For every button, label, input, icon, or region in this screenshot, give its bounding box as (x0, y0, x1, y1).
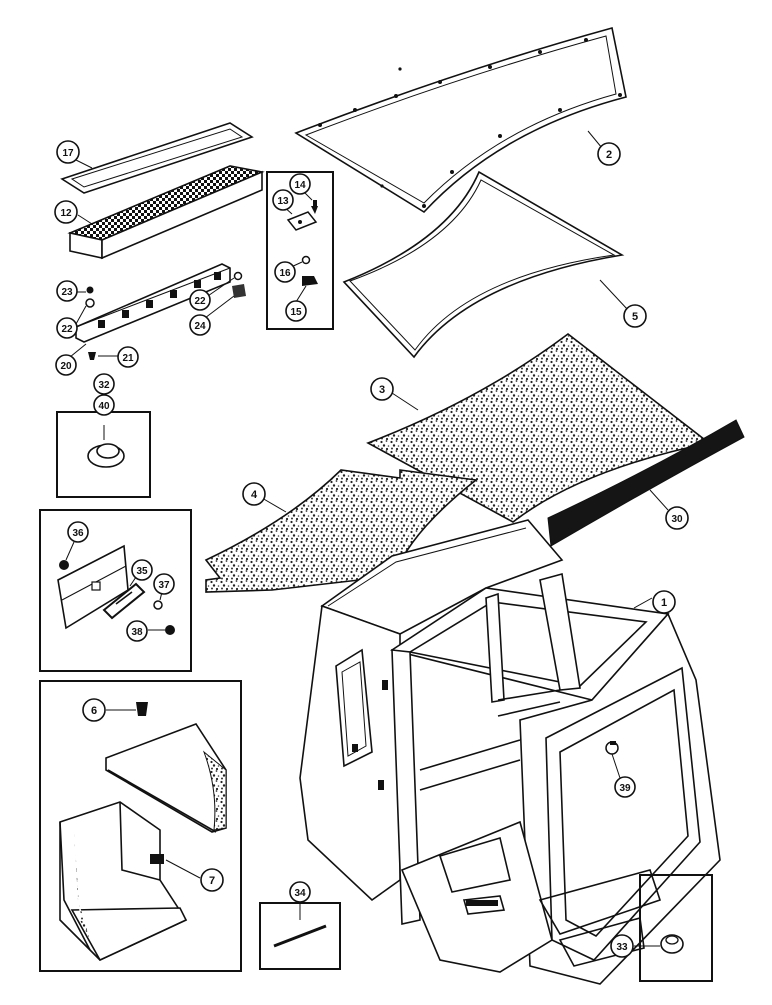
leader-5 (599, 279, 629, 311)
bracket-inset-box (39, 509, 192, 672)
svg-text:5: 5 (632, 311, 638, 323)
svg-text:2: 2 (606, 149, 612, 161)
leader-30 (649, 489, 669, 511)
filter-gasket (60, 122, 254, 194)
callout-13: 13 (272, 189, 294, 211)
callout-34: 34 (289, 881, 311, 903)
wing-nut (302, 276, 318, 286)
svg-text:16: 16 (279, 268, 291, 279)
svg-text:7: 7 (209, 875, 215, 887)
callout-2: 2 (597, 142, 621, 166)
leader-39 (611, 753, 621, 779)
svg-text:22: 22 (61, 324, 73, 335)
svg-text:34: 34 (294, 888, 306, 899)
callout-37: 37 (153, 573, 175, 595)
svg-text:36: 36 (72, 528, 84, 539)
air-filter (67, 165, 265, 260)
callout-6: 6 (82, 698, 106, 722)
clip (150, 854, 164, 864)
svg-text:6: 6 (91, 705, 97, 717)
svg-text:12: 12 (60, 208, 72, 219)
callout-17: 17 (56, 140, 80, 164)
leader-24 (204, 295, 235, 319)
filter-retainer (75, 263, 231, 343)
cab-frame (299, 519, 721, 985)
callout-22a: 22 (56, 317, 78, 339)
svg-text:38: 38 (131, 627, 143, 638)
svg-text:32: 32 (98, 380, 110, 391)
leader-2 (587, 130, 603, 149)
leader-20 (69, 343, 87, 358)
svg-text:4: 4 (251, 489, 258, 501)
svg-text:40: 40 (98, 401, 110, 412)
callout-labels: 1 2 3 4 5 6 7 12 13 14 15 16 17 20 21 22… (54, 140, 689, 958)
svg-text:24: 24 (194, 321, 206, 332)
bolt (136, 702, 148, 716)
leader-15 (295, 285, 307, 303)
callout-39: 39 (614, 776, 636, 798)
duct-inset-box (39, 680, 242, 972)
svg-text:30: 30 (671, 514, 683, 525)
hardware-nuts (85, 271, 246, 360)
leader-7 (165, 859, 201, 879)
callout-7: 7 (200, 868, 224, 892)
callout-24: 24 (189, 314, 211, 336)
callout-16: 16 (274, 261, 296, 283)
roof-panel (294, 27, 627, 214)
callout-5: 5 (623, 304, 647, 328)
svg-text:14: 14 (294, 180, 306, 191)
callout-40: 40 (93, 394, 115, 416)
callout-23: 23 (56, 280, 78, 302)
callout-21: 21 (117, 346, 139, 368)
callout-35: 35 (131, 559, 153, 581)
callout-4: 4 (242, 482, 266, 506)
svg-text:20: 20 (60, 361, 72, 372)
svg-text:35: 35 (136, 566, 148, 577)
callout-20: 20 (55, 354, 77, 376)
leader-12 (77, 214, 93, 225)
leader-4 (261, 497, 287, 513)
callout-15: 15 (285, 300, 307, 322)
callout-22b: 22 (189, 289, 211, 311)
svg-text:37: 37 (158, 580, 170, 591)
svg-text:1: 1 (661, 597, 667, 609)
rod (273, 924, 327, 948)
roof-seal (342, 170, 625, 359)
callout-33: 33 (610, 934, 634, 958)
callout-30: 30 (665, 506, 689, 530)
latch-inset-box (266, 171, 334, 330)
callout-3: 3 (370, 377, 394, 401)
callout-38: 38 (126, 620, 148, 642)
leader-17 (75, 159, 93, 169)
trim-strip (547, 419, 745, 547)
callout-1: 1 (652, 590, 676, 614)
gasket-plate (102, 582, 146, 620)
latch-plate (286, 211, 318, 231)
svg-text:3: 3 (379, 384, 385, 396)
rod-inset-box (259, 902, 341, 970)
svg-text:39: 39 (619, 783, 631, 794)
svg-text:15: 15 (290, 307, 302, 318)
cap-inset-box (639, 874, 713, 982)
callout-36: 36 (67, 521, 89, 543)
roof-insulation (366, 332, 711, 523)
leader-1 (633, 597, 653, 609)
leader-36 (65, 541, 75, 561)
svg-text:33: 33 (616, 942, 628, 953)
svg-text:17: 17 (62, 148, 74, 159)
callout-12: 12 (54, 200, 78, 224)
leader-22a (75, 305, 87, 325)
svg-text:21: 21 (122, 353, 134, 364)
callout-14: 14 (289, 173, 311, 195)
leader-3 (391, 392, 419, 411)
svg-text:23: 23 (61, 287, 73, 298)
callout-32: 32 (93, 373, 115, 395)
svg-text:22: 22 (194, 296, 206, 307)
svg-text:13: 13 (277, 196, 289, 207)
